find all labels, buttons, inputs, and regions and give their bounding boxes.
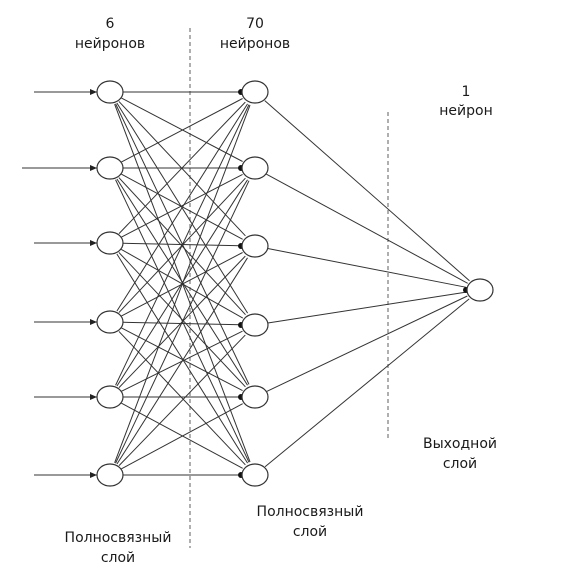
edge-input-hidden (121, 173, 243, 238)
input-layer-unit: нейронов (75, 36, 145, 52)
input-layer-count: 6 (106, 16, 115, 32)
edge-hidden-output (266, 173, 468, 284)
input-neuron (96, 231, 124, 255)
edge-input-hidden (115, 180, 250, 464)
connections (22, 89, 470, 478)
edge-input-hidden (118, 101, 246, 234)
edge-hidden-output (264, 100, 470, 282)
hidden-neuron (241, 80, 269, 104)
edge-hidden-output (266, 295, 468, 392)
edge-input-hidden (115, 104, 250, 386)
input-neuron (96, 385, 124, 409)
neurons (96, 80, 494, 487)
output-layer-label-line2: слой (443, 456, 477, 472)
edge-input-hidden (116, 103, 248, 312)
edge-input-hidden (121, 327, 243, 392)
edge-input-hidden (116, 257, 248, 465)
hidden-neuron (241, 313, 269, 337)
edge-hidden-output (267, 291, 467, 324)
edge-input-hidden (121, 98, 243, 163)
hidden-neuron (241, 463, 269, 487)
hidden-layer-count: 70 (246, 16, 264, 32)
edge-input-hidden (118, 334, 246, 467)
edge-input-hidden (121, 403, 243, 470)
input-neuron (96, 463, 124, 487)
output-layer-count: 1 (462, 84, 471, 100)
dense-layer-2-label-line1: Полносвязный (257, 504, 364, 520)
edge-input-hidden (118, 252, 246, 388)
output-layer-unit: нейрон (439, 103, 492, 119)
output-layer-label-line1: Выходной (423, 436, 497, 452)
edge-input-hidden (116, 253, 249, 464)
input-neuron (96, 310, 124, 334)
edge-input-hidden (118, 331, 246, 466)
dense-layer-1-label-line1: Полносвязный (65, 530, 172, 546)
edge-hidden-output (267, 248, 467, 288)
hidden-neuron (241, 385, 269, 409)
hidden-layer-unit: нейронов (220, 36, 290, 52)
edge-hidden-output (264, 298, 470, 468)
hidden-neuron (241, 156, 269, 180)
input-neuron (96, 80, 124, 104)
hidden-neuron (241, 234, 269, 258)
dense-layer-2-label-line2: слой (293, 524, 327, 540)
output-neuron (466, 278, 494, 302)
edge-input-hidden (118, 101, 246, 237)
input-neuron (96, 156, 124, 180)
edge-input-hidden (114, 104, 251, 464)
dense-layer-1-label-line2: слой (101, 550, 135, 566)
